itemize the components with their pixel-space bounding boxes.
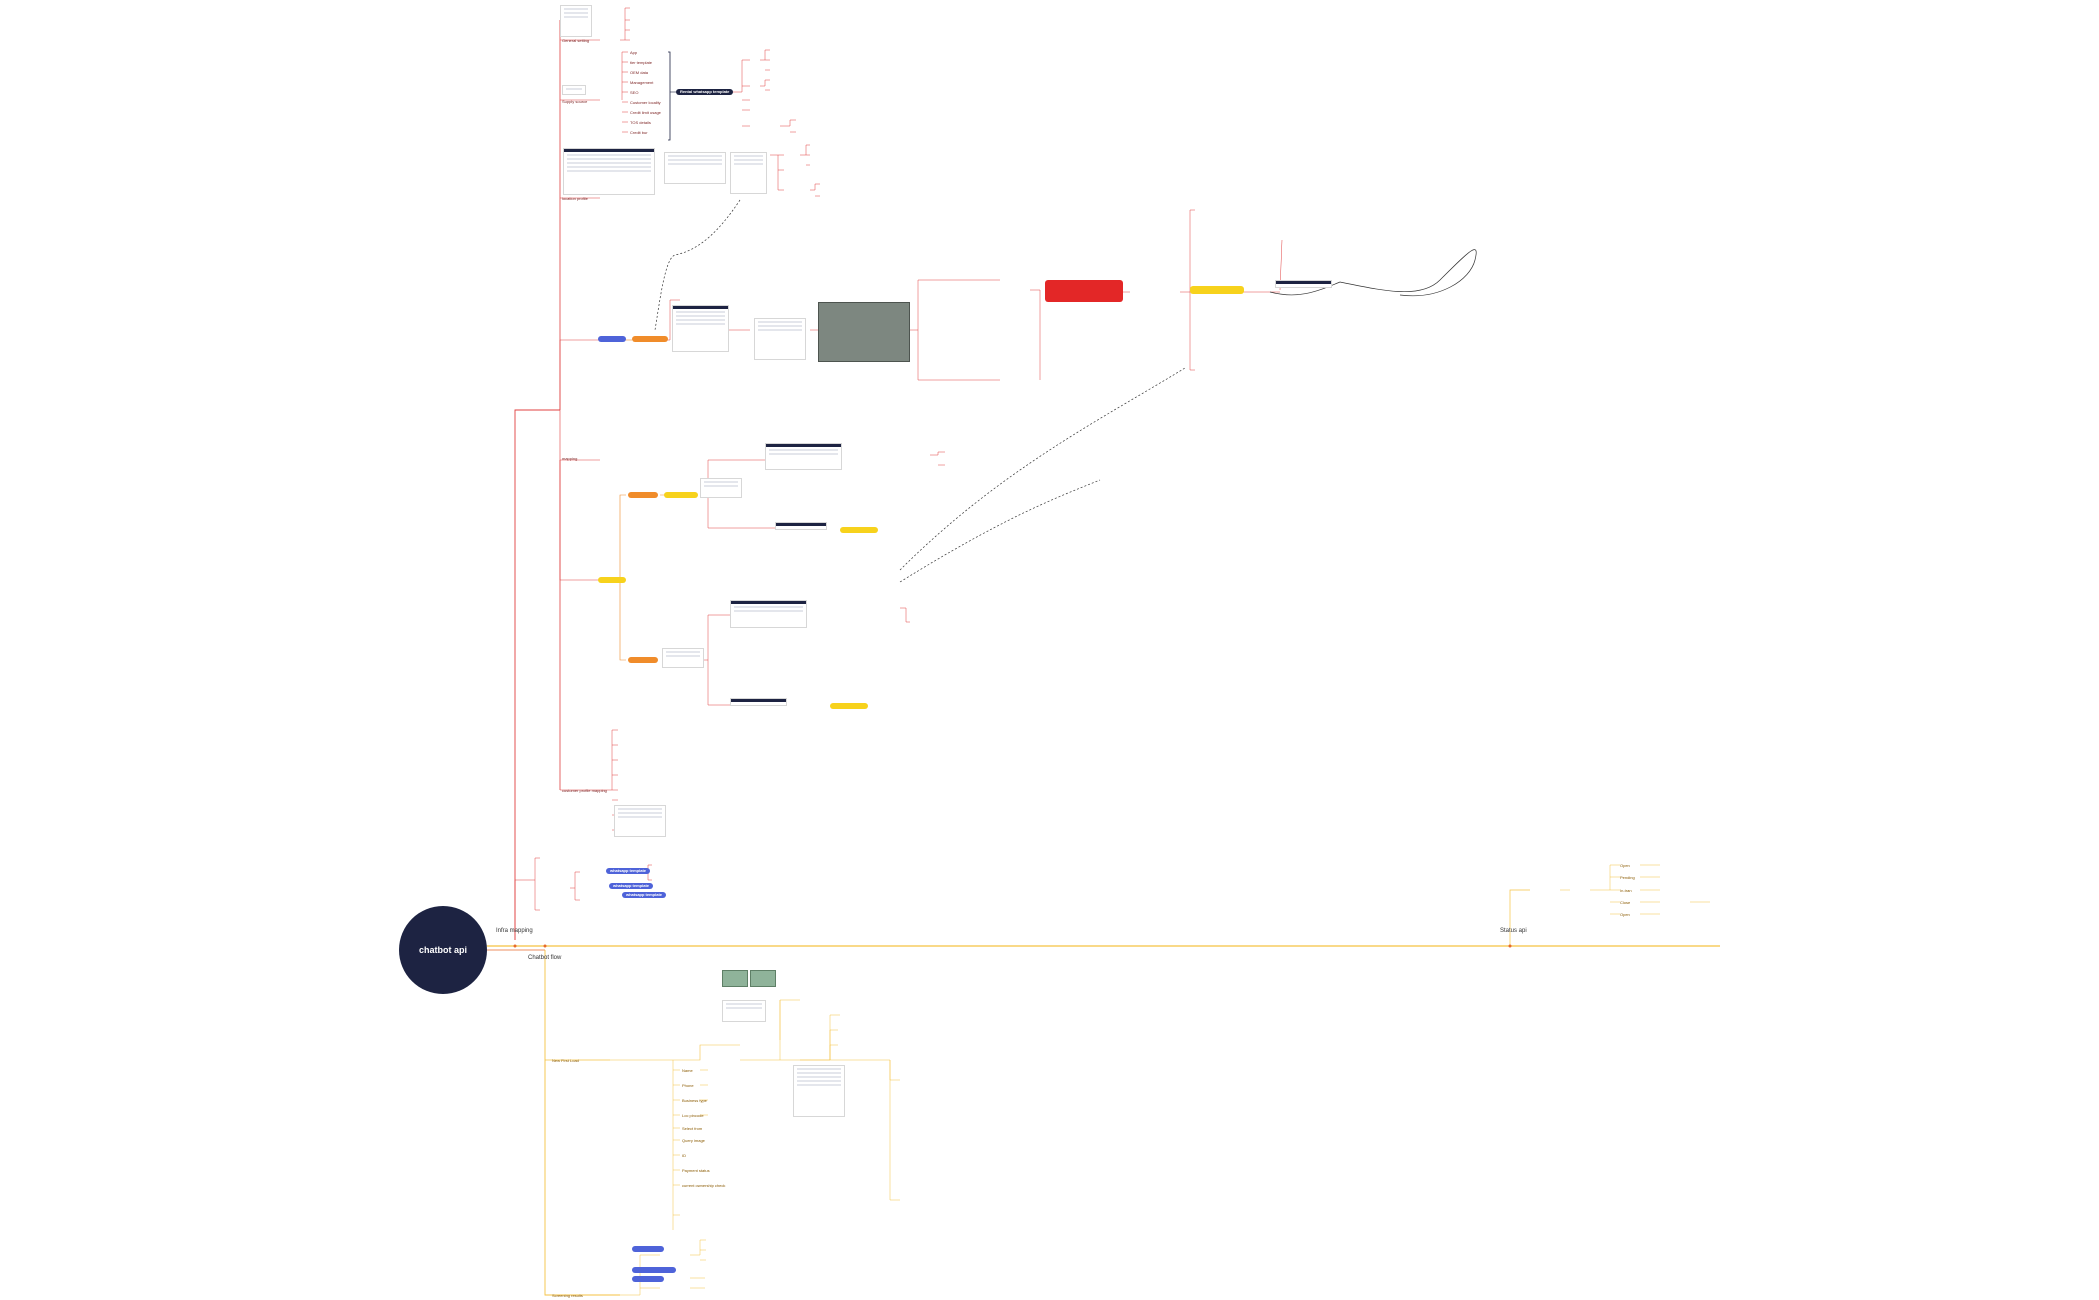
alert-node[interactable] [1045,280,1123,302]
rental-template-node[interactable]: Rental whatsapp template [676,89,734,95]
thumbnail-card[interactable] [754,318,806,360]
rental-item: SEO [630,90,639,95]
status-item: Close [1620,900,1631,905]
rental-item: Credit limit usage [630,110,661,115]
branch-chatbot-flow[interactable]: Chatbot flow [528,955,562,961]
rental-item: App [630,50,638,55]
customer-profile-mapping-label: customer profile mapping [562,788,607,793]
result-node[interactable] [840,527,878,533]
whatsapp-template-node[interactable]: whatsapp template [606,868,651,874]
chatbot-step-label: New First Load [552,1058,579,1063]
provider-sub-node-2[interactable] [664,492,698,498]
rental-item: Management [630,80,654,85]
rental-item: TOS details [630,120,651,125]
branch-status-api[interactable]: Status api [1500,928,1527,934]
general-setting-label: General setting [562,38,590,43]
mapping-label: mapping [562,456,578,461]
chatbot-item: Loc pincode [682,1113,704,1118]
chatbot-item: current ownership check [682,1183,726,1188]
status-item: Open [1620,863,1630,868]
alert-result-node[interactable] [1190,286,1244,294]
chatbot-item: Query image [682,1138,705,1143]
chatbot-item: Select from [682,1126,703,1131]
location-profile-label: location profile [562,196,588,201]
thumbnail-card[interactable] [560,5,592,37]
table-screenshot-card[interactable] [563,148,655,195]
chatbot-node-3[interactable] [632,1276,664,1282]
provider-node-2[interactable] [628,492,658,498]
thumbnail-card[interactable] [614,805,666,837]
thumbnail-card[interactable] [1275,280,1332,288]
thumbnail-card[interactable] [562,85,586,95]
branch-infra-mapping[interactable]: Infra mapping [496,928,533,934]
image-card[interactable] [750,970,776,987]
thumbnail-card[interactable] [775,522,827,530]
supply-source-label: Supply source [562,99,588,104]
thumbnail-card[interactable] [730,152,767,194]
thumbnail-card[interactable] [730,698,787,706]
table-screenshot-card[interactable] [765,443,842,470]
provider-node-3[interactable] [598,577,626,583]
table-screenshot-card[interactable] [730,600,807,628]
rental-item: Customer locality [630,100,661,105]
root-title: chatbot api [418,945,467,955]
rental-item: OEM data [630,70,649,75]
table-screenshot-card[interactable] [672,305,729,352]
chatbot-item: Payment status [682,1168,710,1173]
chatbot-item: ID [682,1153,686,1158]
form-screenshot-card[interactable] [662,648,704,668]
rental-item: Credit bur [630,130,648,135]
whatsapp-template-node[interactable]: whatsapp template [609,883,654,889]
form-screenshot-card[interactable] [700,478,742,498]
chatbot-node-2[interactable] [632,1267,676,1273]
provider-node[interactable] [598,336,626,342]
status-item: Pending [1620,875,1635,880]
chatbot-node-1[interactable] [632,1246,664,1252]
image-screenshot-card[interactable] [818,302,910,362]
status-item: Open [1620,912,1630,917]
chatbot-item: Business type [682,1098,707,1103]
form-screenshot-card[interactable] [793,1065,845,1117]
root-node[interactable]: chatbot api [399,906,487,994]
provider-node-4[interactable] [628,657,658,663]
status-item: In-tran [1620,888,1632,893]
whatsapp-template-node[interactable]: whatsapp template [622,892,667,898]
image-card[interactable] [722,970,748,987]
screening-results-label: Screening results [552,1293,583,1298]
provider-sub-node[interactable] [632,336,668,342]
rental-item: tier template [630,60,653,65]
thumbnail-card[interactable] [664,152,726,184]
thumbnail-card[interactable] [722,1000,766,1022]
chatbot-item: Name [682,1068,693,1073]
chatbot-item: Phone [682,1083,694,1088]
result-node-2[interactable] [830,703,868,709]
